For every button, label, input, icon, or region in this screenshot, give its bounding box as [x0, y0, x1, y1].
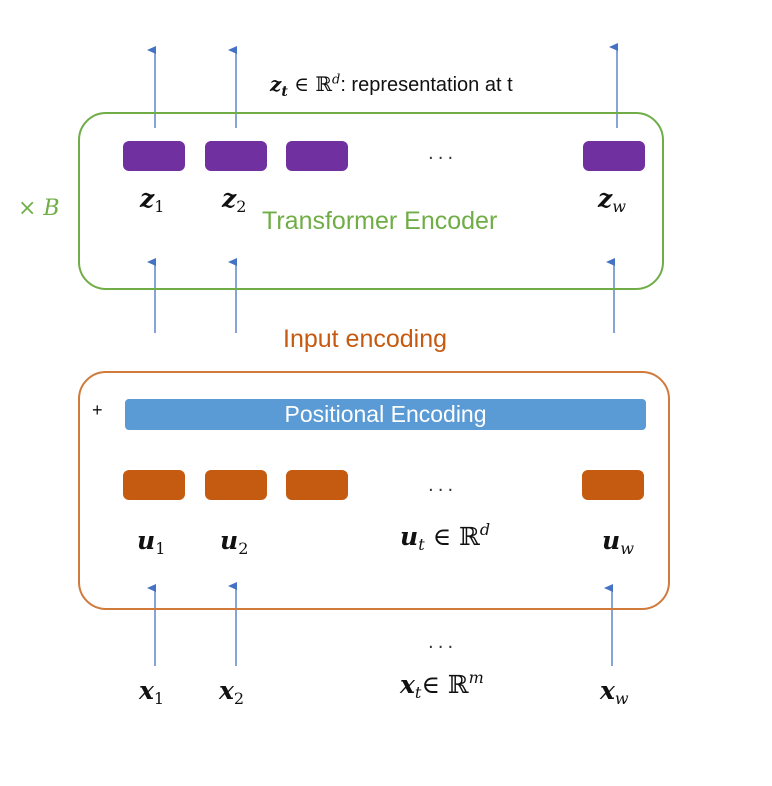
token-u2: u2 [220, 526, 249, 558]
ellipsis: ... [428, 632, 458, 653]
layer-multiplier: × B [18, 196, 60, 221]
input-xw: xw [600, 676, 629, 708]
input-encoding-title: Input encoding [283, 325, 448, 353]
input-xt: xt∈ ℝm [400, 668, 484, 702]
transformer-encoder-box [78, 112, 664, 290]
plus-sign: + [92, 400, 103, 420]
token-uw: uw [602, 526, 634, 558]
representation-label: zt ∈ ℝd: representation at t [270, 72, 513, 100]
token-u1: u1 [137, 526, 166, 558]
positional-encoding-label: Positional Encoding [284, 401, 487, 427]
z-token [205, 141, 267, 171]
output-zw: zw [598, 184, 626, 216]
output-z1: z1 [140, 184, 165, 216]
ellipsis: ... [428, 143, 458, 164]
z-token [286, 141, 348, 171]
output-z2: z2 [222, 184, 247, 216]
input-encoding-box [78, 371, 670, 610]
z-token [123, 141, 185, 171]
token-ut: ut ∈ ℝd [400, 520, 491, 554]
positional-encoding-bar: Positional Encoding [125, 399, 646, 430]
input-x2: x2 [219, 676, 245, 708]
input-x1: x1 [139, 676, 165, 708]
z-token [583, 141, 645, 171]
representation-caption: : representation at t [340, 74, 513, 96]
u-token [286, 470, 348, 500]
u-token [582, 470, 644, 500]
u-token [123, 470, 185, 500]
u-token [205, 470, 267, 500]
ellipsis: ... [428, 475, 458, 496]
transformer-encoder-label: Transformer Encoder [262, 207, 498, 235]
